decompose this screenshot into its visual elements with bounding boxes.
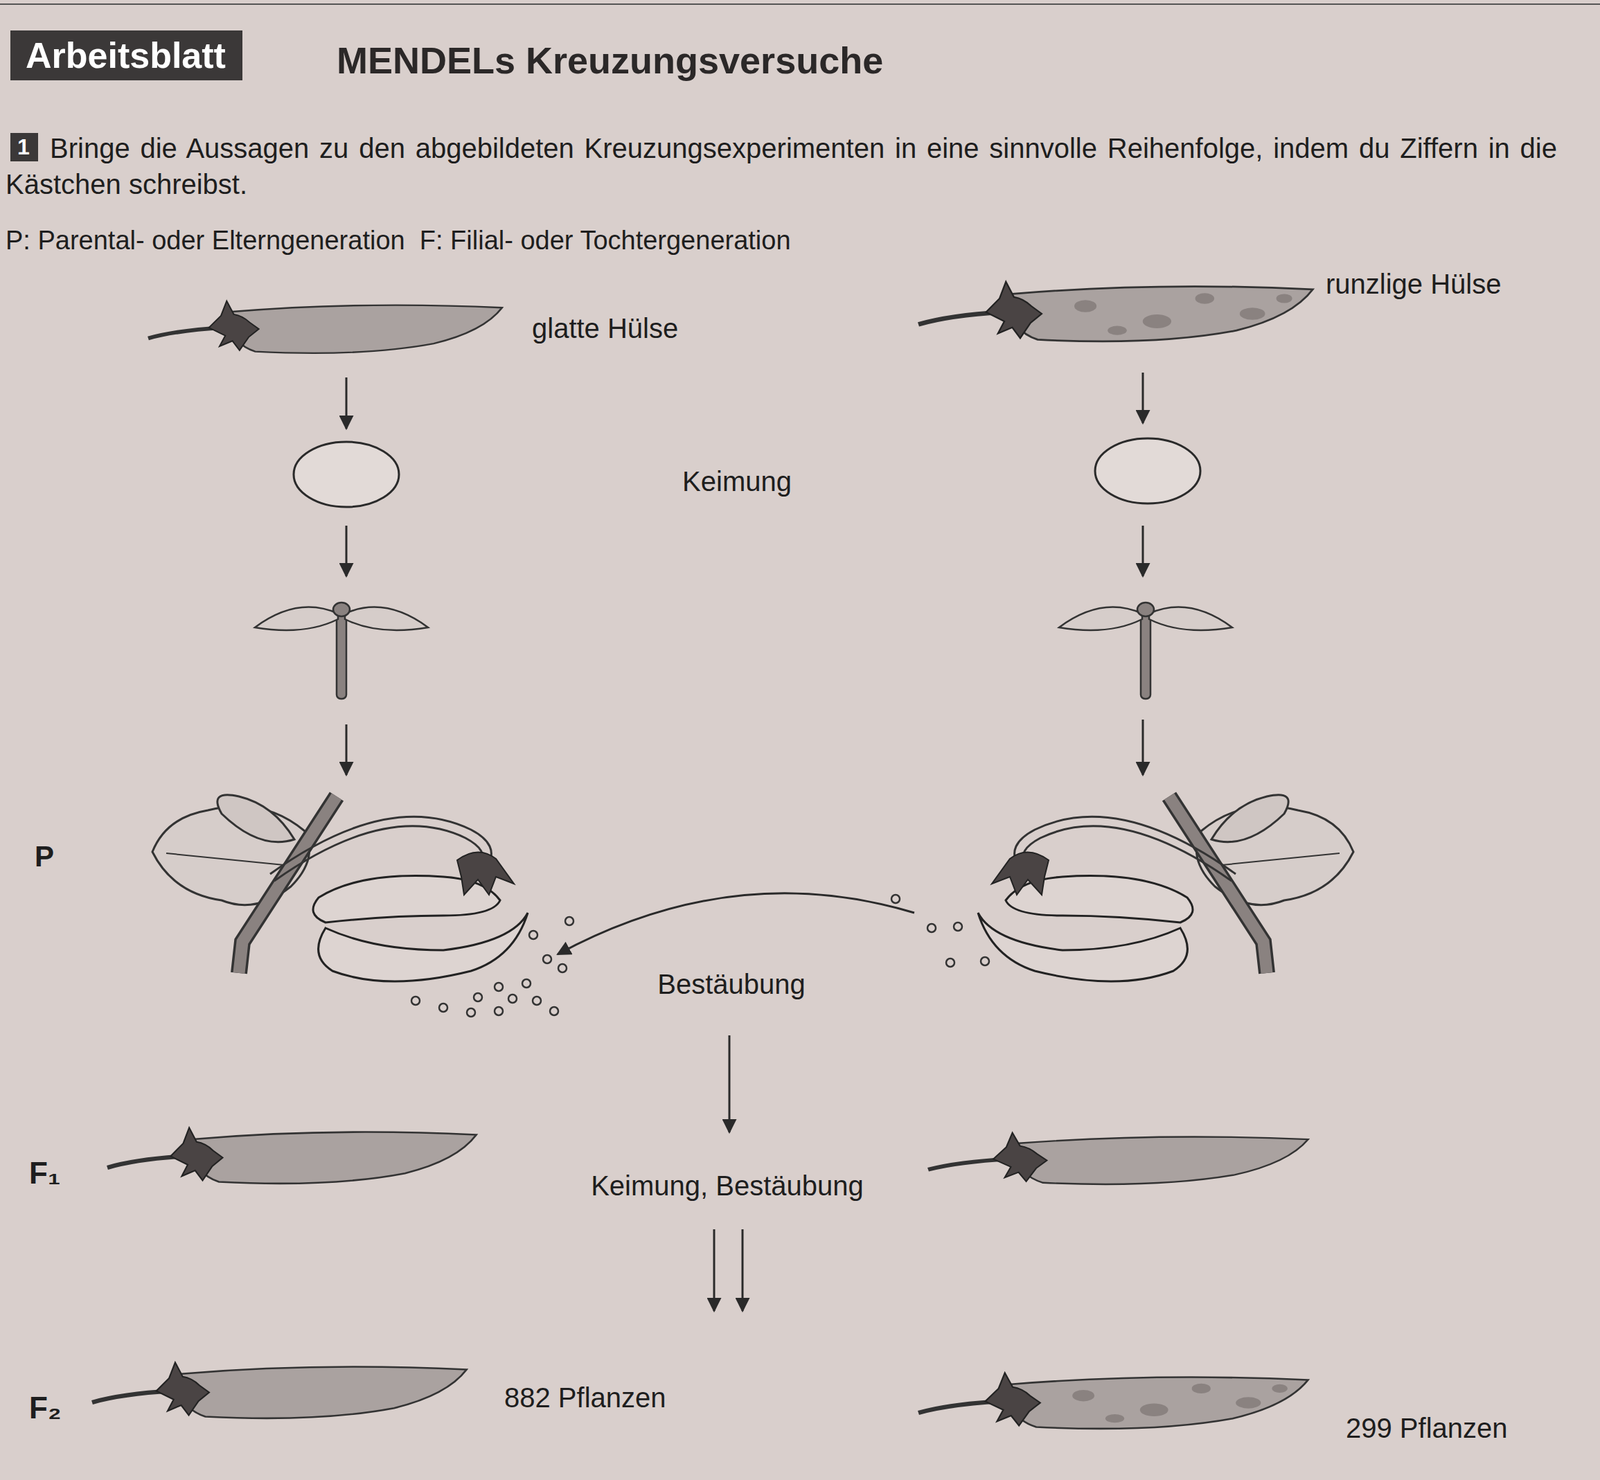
pollen-grain [953, 922, 963, 931]
legend-note: P: Parental- oder Elterngeneration F: Fi… [5, 225, 791, 255]
seed-oval [293, 441, 399, 508]
step-arrow [345, 724, 348, 776]
label-holder: Keimung, Bestäubung [590, 1170, 864, 1202]
worksheet-title: MENDELs Kreuzungsversuche [336, 38, 884, 82]
generation-arrow [728, 1035, 731, 1133]
label-holder: P: Parental- oder Elterngeneration F: Fi… [5, 225, 791, 256]
task-number: 1 [10, 132, 39, 162]
label-holder: F₂ [29, 1390, 61, 1426]
pea-plant [152, 795, 528, 982]
count-label: 882 Pflanzen [504, 1382, 667, 1413]
count-label: 299 Pflanzen [1345, 1412, 1508, 1444]
step-arrow [345, 377, 348, 429]
pollen-grain [980, 957, 990, 966]
pollen-grain [891, 894, 900, 904]
pollen [411, 894, 990, 1017]
box-text: Arbeitsblatt [25, 34, 226, 77]
pollination-arrow [557, 893, 915, 955]
task-text: Bringe die Aussagen zu den abgebildeten … [5, 132, 1558, 200]
step-arrow [1142, 525, 1145, 577]
top-rule [0, 3, 1600, 5]
pollen-grain [927, 923, 936, 933]
smooth-pod [107, 1127, 477, 1184]
generation-label: F₁ [29, 1156, 61, 1190]
pollen-grain [529, 930, 538, 940]
pollen-grain [494, 1007, 503, 1016]
label-holder: runzlige Hülse [1325, 268, 1501, 300]
label-holder: P [34, 840, 55, 874]
pollen-grain [532, 996, 541, 1006]
pollen-grain [565, 917, 574, 926]
label-holder: Bringe die Aussagen zu den abgebildeten … [5, 130, 1558, 203]
pollen-grain [494, 982, 503, 992]
step-arrow [1142, 719, 1145, 776]
seedling [1059, 602, 1233, 699]
generation-label: P [34, 840, 55, 873]
label-holder: Keimung [682, 466, 792, 498]
label-holder: 882 Pflanzen [504, 1382, 667, 1414]
pollen-grain [508, 994, 517, 1003]
step-arrow [1142, 372, 1145, 424]
pea-plant [978, 795, 1354, 982]
pollen-grain [522, 979, 531, 988]
step-arrow [345, 525, 348, 577]
seedling [254, 602, 429, 699]
pollen-grain [946, 958, 955, 967]
pollen-grain [473, 993, 483, 1002]
pollen-grain [543, 955, 552, 964]
generation-arrow [713, 1229, 716, 1312]
pollen-grain [439, 1003, 448, 1012]
step-label: Keimung, Bestäubung [590, 1170, 864, 1202]
generation-label: F₂ [29, 1390, 61, 1425]
label-holder: glatte Hülse [531, 313, 679, 345]
worksheet-badge: Arbeitsblatt [10, 30, 243, 81]
pod-label: glatte Hülse [531, 313, 679, 344]
pollen-grain [558, 964, 567, 973]
label-holder: Bestäubung [657, 969, 806, 1001]
pollen-grain [549, 1007, 559, 1016]
pollen-grain [466, 1008, 476, 1017]
pollen-grain [411, 996, 420, 1006]
pod-label: runzlige Hülse [1325, 268, 1501, 300]
box-text: 1 [17, 134, 30, 160]
step-label: Keimung [682, 466, 792, 497]
seed-oval [1095, 438, 1201, 504]
smooth-pod [148, 301, 503, 354]
label-holder: 299 Pflanzen [1345, 1412, 1508, 1445]
label-holder: F₁ [29, 1156, 61, 1191]
smooth-pod [92, 1362, 467, 1419]
smooth-pod [928, 1133, 1309, 1185]
wrinkled-pod [918, 281, 1313, 342]
generation-arrow [741, 1229, 744, 1312]
step-label: Bestäubung [657, 969, 806, 1000]
wrinkled-pod [918, 1372, 1308, 1429]
